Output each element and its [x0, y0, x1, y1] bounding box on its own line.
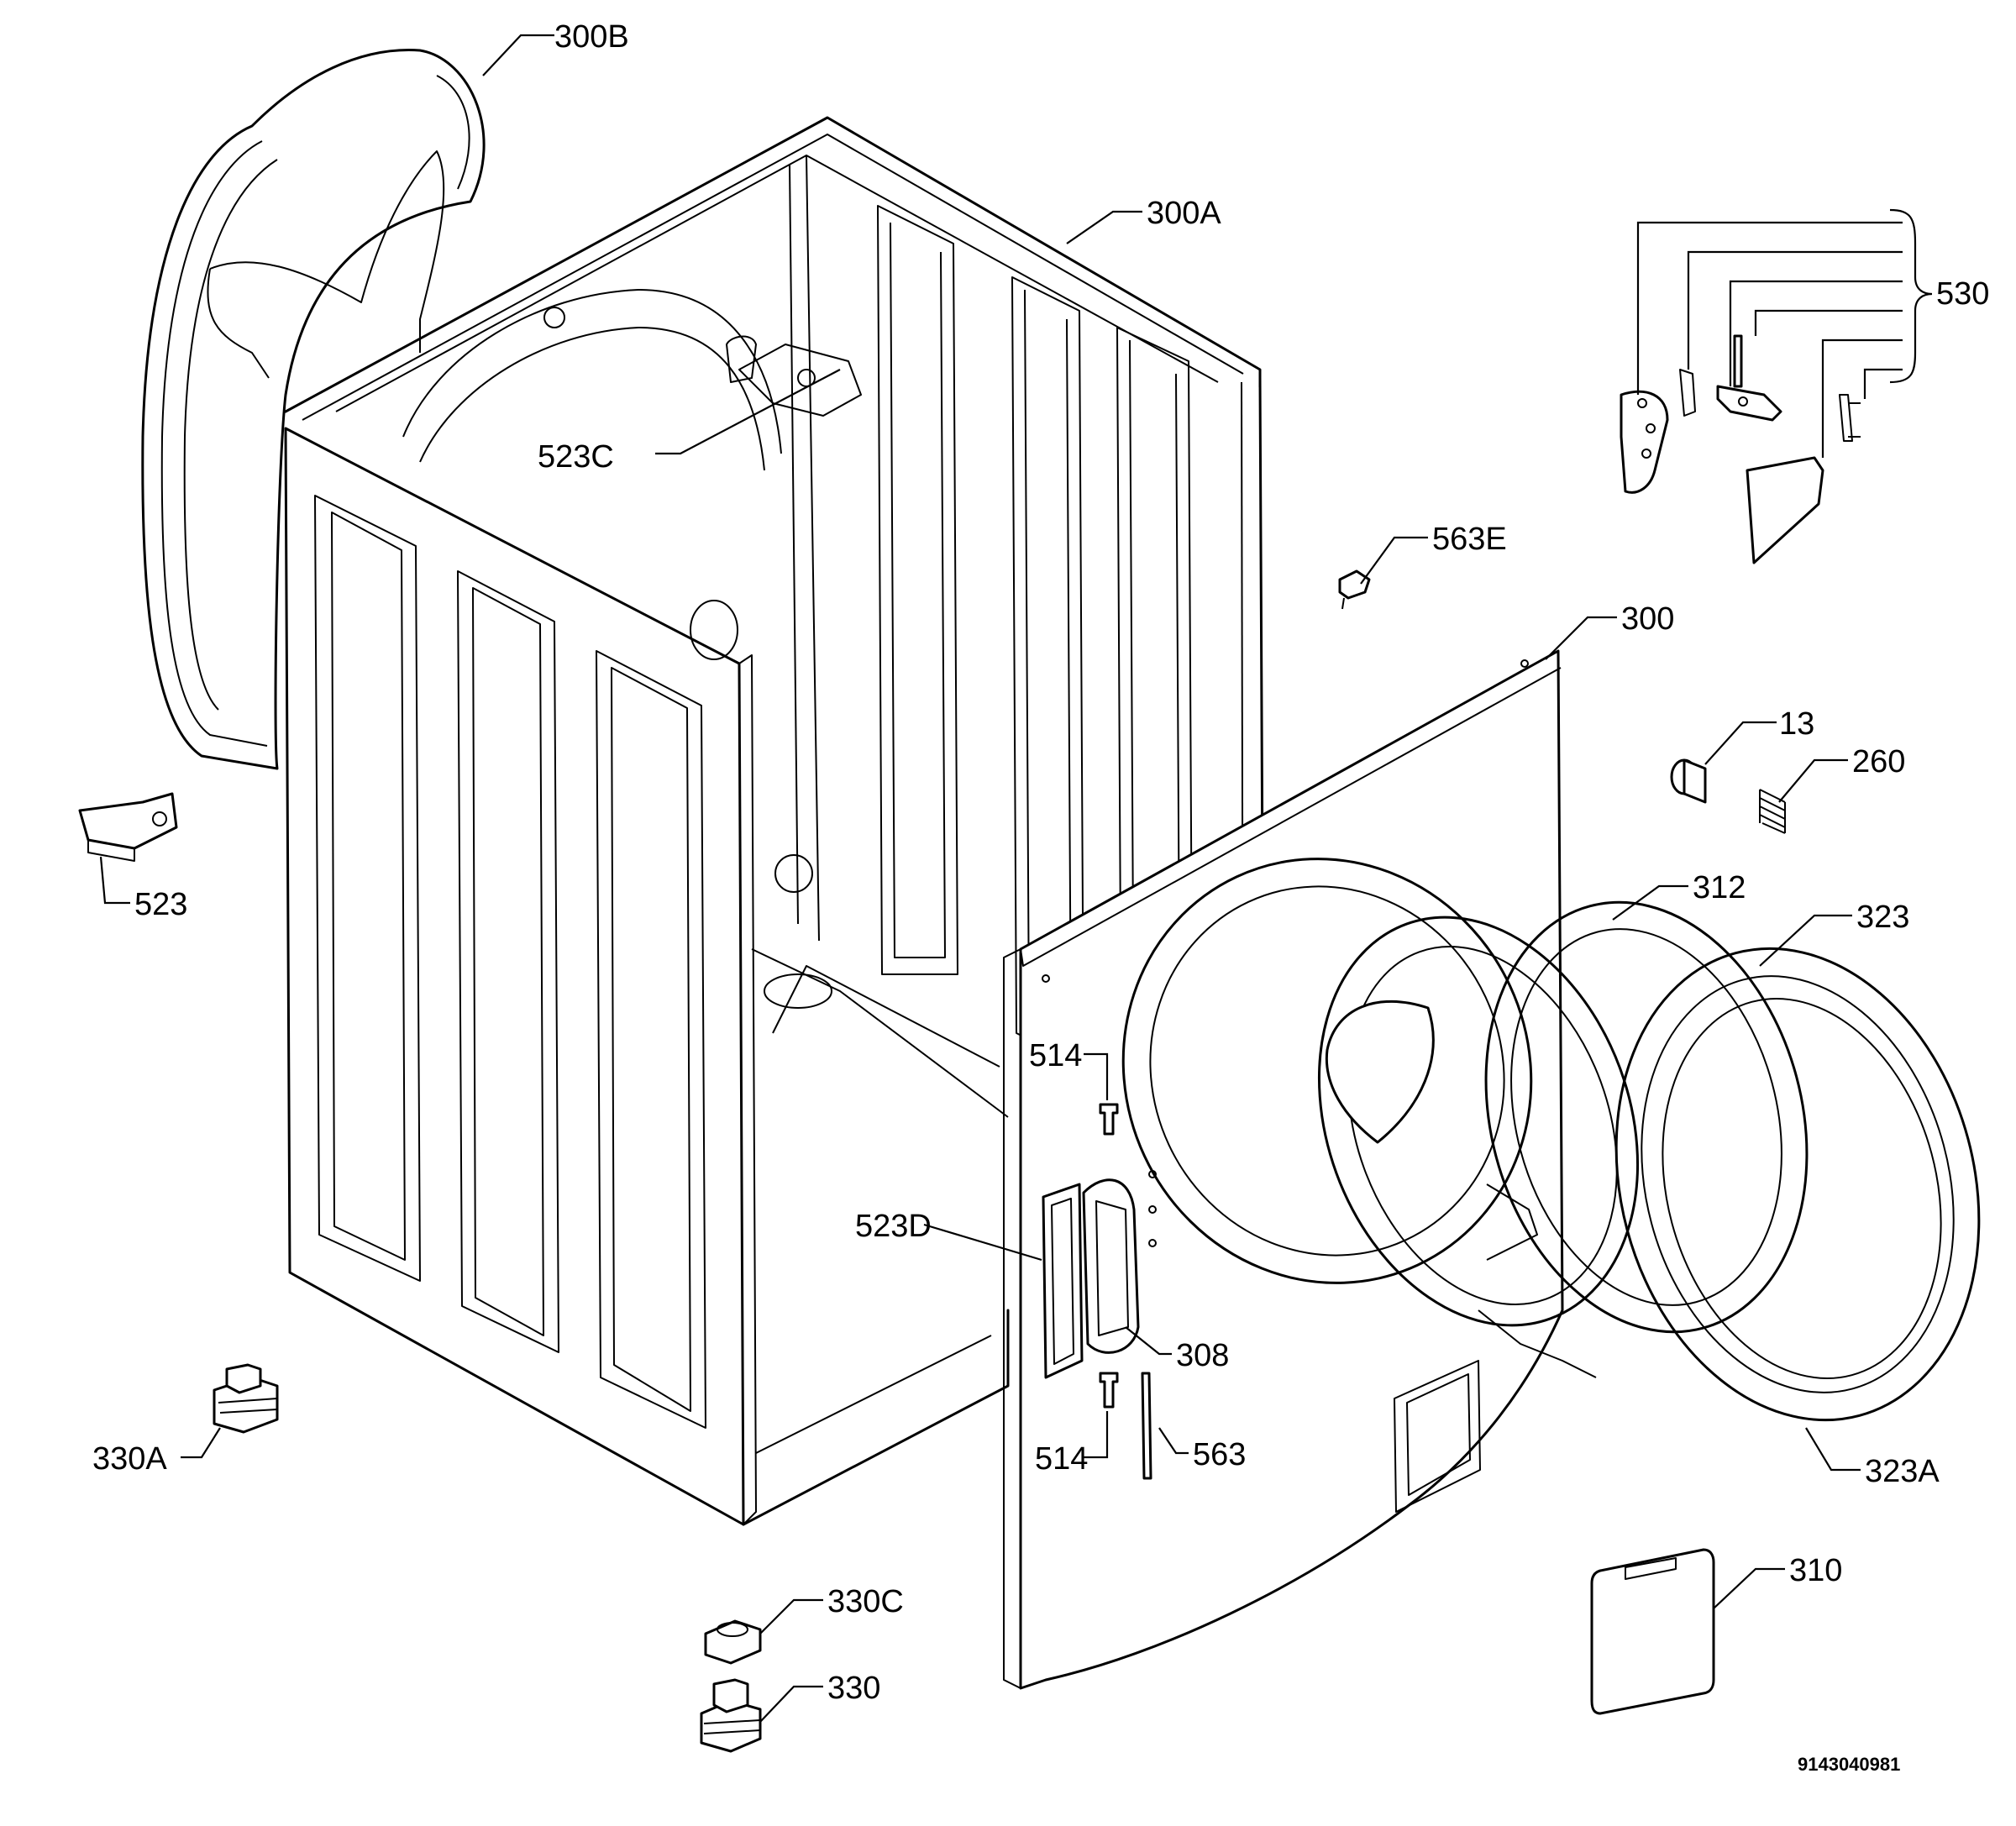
part-323A-door-ring: [1614, 947, 1981, 1422]
part-labels: 300B 300A 530 523C 563E 300 13 260 523 3…: [92, 19, 1989, 1775]
part-308-hinge: [1082, 1178, 1140, 1354]
label-312: 312: [1693, 870, 1746, 905]
label-300: 300: [1621, 601, 1674, 637]
part-563E-switch: [1338, 569, 1371, 610]
label-323A: 323A: [1865, 1454, 1940, 1489]
label-260: 260: [1852, 744, 1905, 779]
label-300B: 300B: [554, 19, 629, 55]
label-523C: 523C: [538, 439, 614, 475]
label-523D: 523D: [855, 1209, 932, 1244]
part-310-service-flap: [1590, 1548, 1715, 1715]
part-530-lock-assembly: [1620, 334, 1861, 564]
part-300B-rear-seal: [141, 49, 486, 770]
part-330C-nut: [704, 1619, 762, 1665]
label-13: 13: [1779, 706, 1814, 742]
label-330: 330: [827, 1671, 880, 1706]
part-523-bracket: [78, 792, 178, 862]
label-323: 323: [1856, 900, 1909, 935]
part-300-front-panel: [1003, 649, 1564, 1690]
part-523D-hinge-plate: [1042, 1183, 1084, 1379]
label-330A: 330A: [92, 1441, 167, 1477]
label-514-upper: 514: [1029, 1038, 1082, 1073]
label-563: 563: [1193, 1437, 1246, 1472]
part-260-spring: [1759, 789, 1786, 834]
part-514-pin-upper: [1099, 1103, 1119, 1136]
label-330C: 330C: [827, 1584, 904, 1619]
label-523: 523: [134, 887, 187, 922]
label-563E: 563E: [1432, 522, 1507, 557]
part-13-bushing: [1670, 758, 1707, 804]
label-300A: 300A: [1147, 196, 1221, 231]
drawing-number: 9143040981: [1798, 1754, 1900, 1775]
label-514-lower: 514: [1035, 1441, 1088, 1477]
part-563-rod: [1141, 1372, 1152, 1480]
part-312-door-inner-frame: [1317, 916, 1640, 1327]
part-330A-foot: [213, 1363, 279, 1434]
leader-lines: [99, 34, 1933, 1723]
label-308: 308: [1176, 1338, 1229, 1373]
label-530: 530: [1936, 276, 1989, 312]
part-323-door-frame: [1478, 900, 1809, 1378]
label-310: 310: [1789, 1553, 1842, 1588]
part-330-foot: [700, 1678, 762, 1753]
cabinet-body: [284, 116, 1266, 1526]
part-514-pin-lower: [1099, 1372, 1119, 1409]
